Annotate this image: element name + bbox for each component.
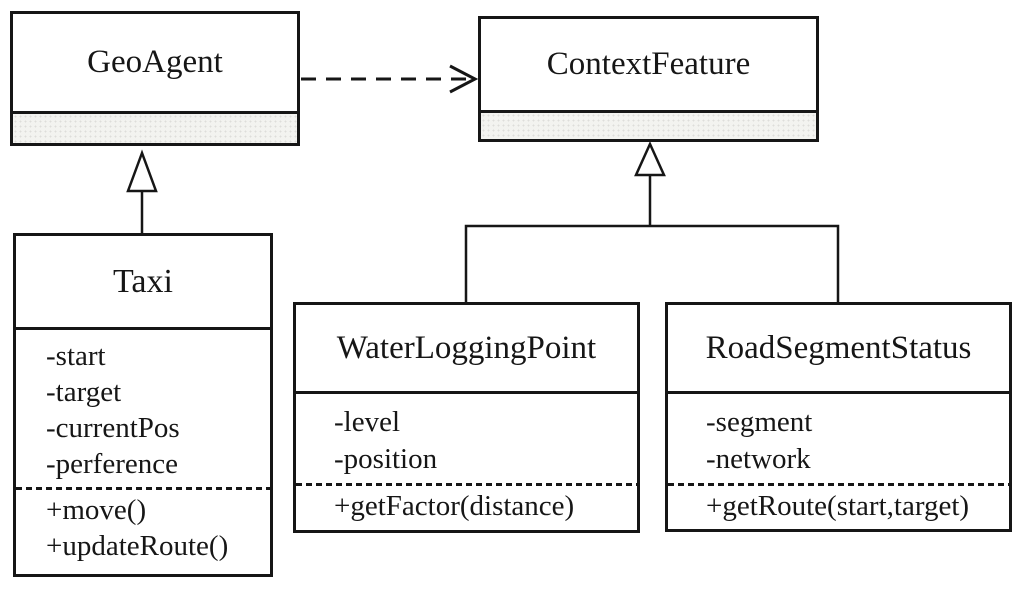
method: +updateRoute() bbox=[46, 530, 229, 562]
class-name-waterloggingpoint: WaterLoggingPoint bbox=[296, 305, 637, 394]
method: +move() bbox=[46, 494, 147, 526]
generalization-branch-line bbox=[464, 224, 840, 305]
hollow-triangle-arrowhead-icon bbox=[126, 149, 158, 193]
attribute: -network bbox=[706, 443, 811, 475]
attributes-compartment: -segment -network bbox=[668, 394, 1009, 478]
methods-compartment: +move() +updateRoute() bbox=[16, 492, 270, 564]
attribute-method-separator bbox=[296, 483, 637, 486]
generalization-children-to-contextfeature bbox=[464, 140, 840, 305]
class-name-taxi: Taxi bbox=[16, 236, 270, 330]
class-box-taxi: Taxi -start -target -currentPos -perfere… bbox=[13, 233, 273, 577]
methods-compartment: +getRoute(start,target) bbox=[668, 488, 1009, 525]
open-arrowhead-icon bbox=[449, 64, 479, 94]
class-box-contextfeature: ContextFeature bbox=[478, 16, 819, 142]
class-box-waterloggingpoint: WaterLoggingPoint -level -position +getF… bbox=[293, 302, 640, 533]
attribute: -position bbox=[334, 443, 438, 475]
dependency-arrow-geoagent-to-contextfeature bbox=[301, 64, 479, 94]
attribute: -perference bbox=[46, 448, 178, 480]
attribute: -level bbox=[334, 406, 401, 438]
empty-attributes-compartment bbox=[13, 114, 297, 143]
class-name-geoagent: GeoAgent bbox=[13, 14, 297, 114]
empty-attributes-compartment bbox=[481, 113, 816, 139]
attribute: -segment bbox=[706, 406, 813, 438]
generalization-taxi-to-geoagent bbox=[126, 149, 158, 236]
methods-compartment: +getFactor(distance) bbox=[296, 488, 637, 525]
class-box-roadsegmentstatus: RoadSegmentStatus -segment -network +get… bbox=[665, 302, 1012, 532]
method: +getRoute(start,target) bbox=[706, 490, 970, 522]
class-box-geoagent: GeoAgent bbox=[10, 11, 300, 146]
method: +getFactor(distance) bbox=[334, 490, 575, 522]
class-name-contextfeature: ContextFeature bbox=[481, 19, 816, 113]
attribute: -currentPos bbox=[46, 412, 180, 444]
attribute-method-separator bbox=[16, 487, 270, 490]
attribute: -start bbox=[46, 340, 106, 372]
attribute-method-separator bbox=[668, 483, 1009, 486]
attributes-compartment: -level -position bbox=[296, 394, 637, 478]
attribute: -target bbox=[46, 376, 122, 408]
hollow-triangle-arrowhead-icon bbox=[634, 140, 666, 177]
class-name-roadsegmentstatus: RoadSegmentStatus bbox=[668, 305, 1009, 394]
attributes-compartment: -start -target -currentPos -perference bbox=[16, 330, 270, 482]
